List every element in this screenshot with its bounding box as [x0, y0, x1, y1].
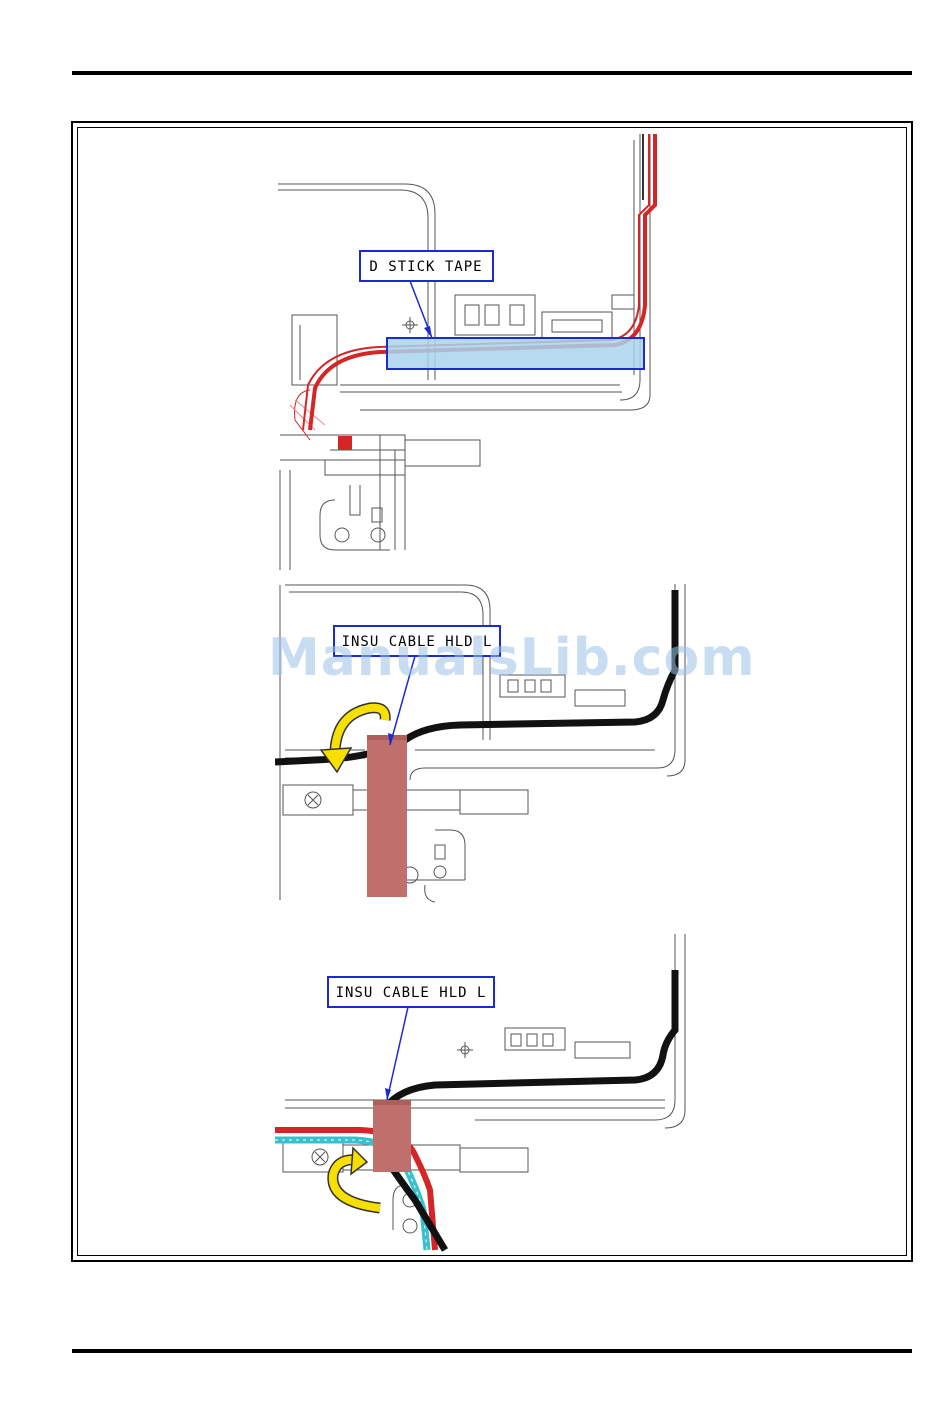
header-rule	[72, 71, 912, 75]
figure-1-d-stick-tape: D STICK TAPE	[270, 130, 690, 570]
footer-rule	[72, 1349, 912, 1353]
label-insu-cable-hld-l-2: INSU CABLE HLD L	[336, 985, 487, 1001]
label-d-stick-tape: D STICK TAPE	[369, 259, 482, 275]
figure-3-insu-cable-hld: INSU CABLE HLD L	[275, 930, 695, 1260]
watermark: ManualsLib.com	[268, 628, 755, 688]
